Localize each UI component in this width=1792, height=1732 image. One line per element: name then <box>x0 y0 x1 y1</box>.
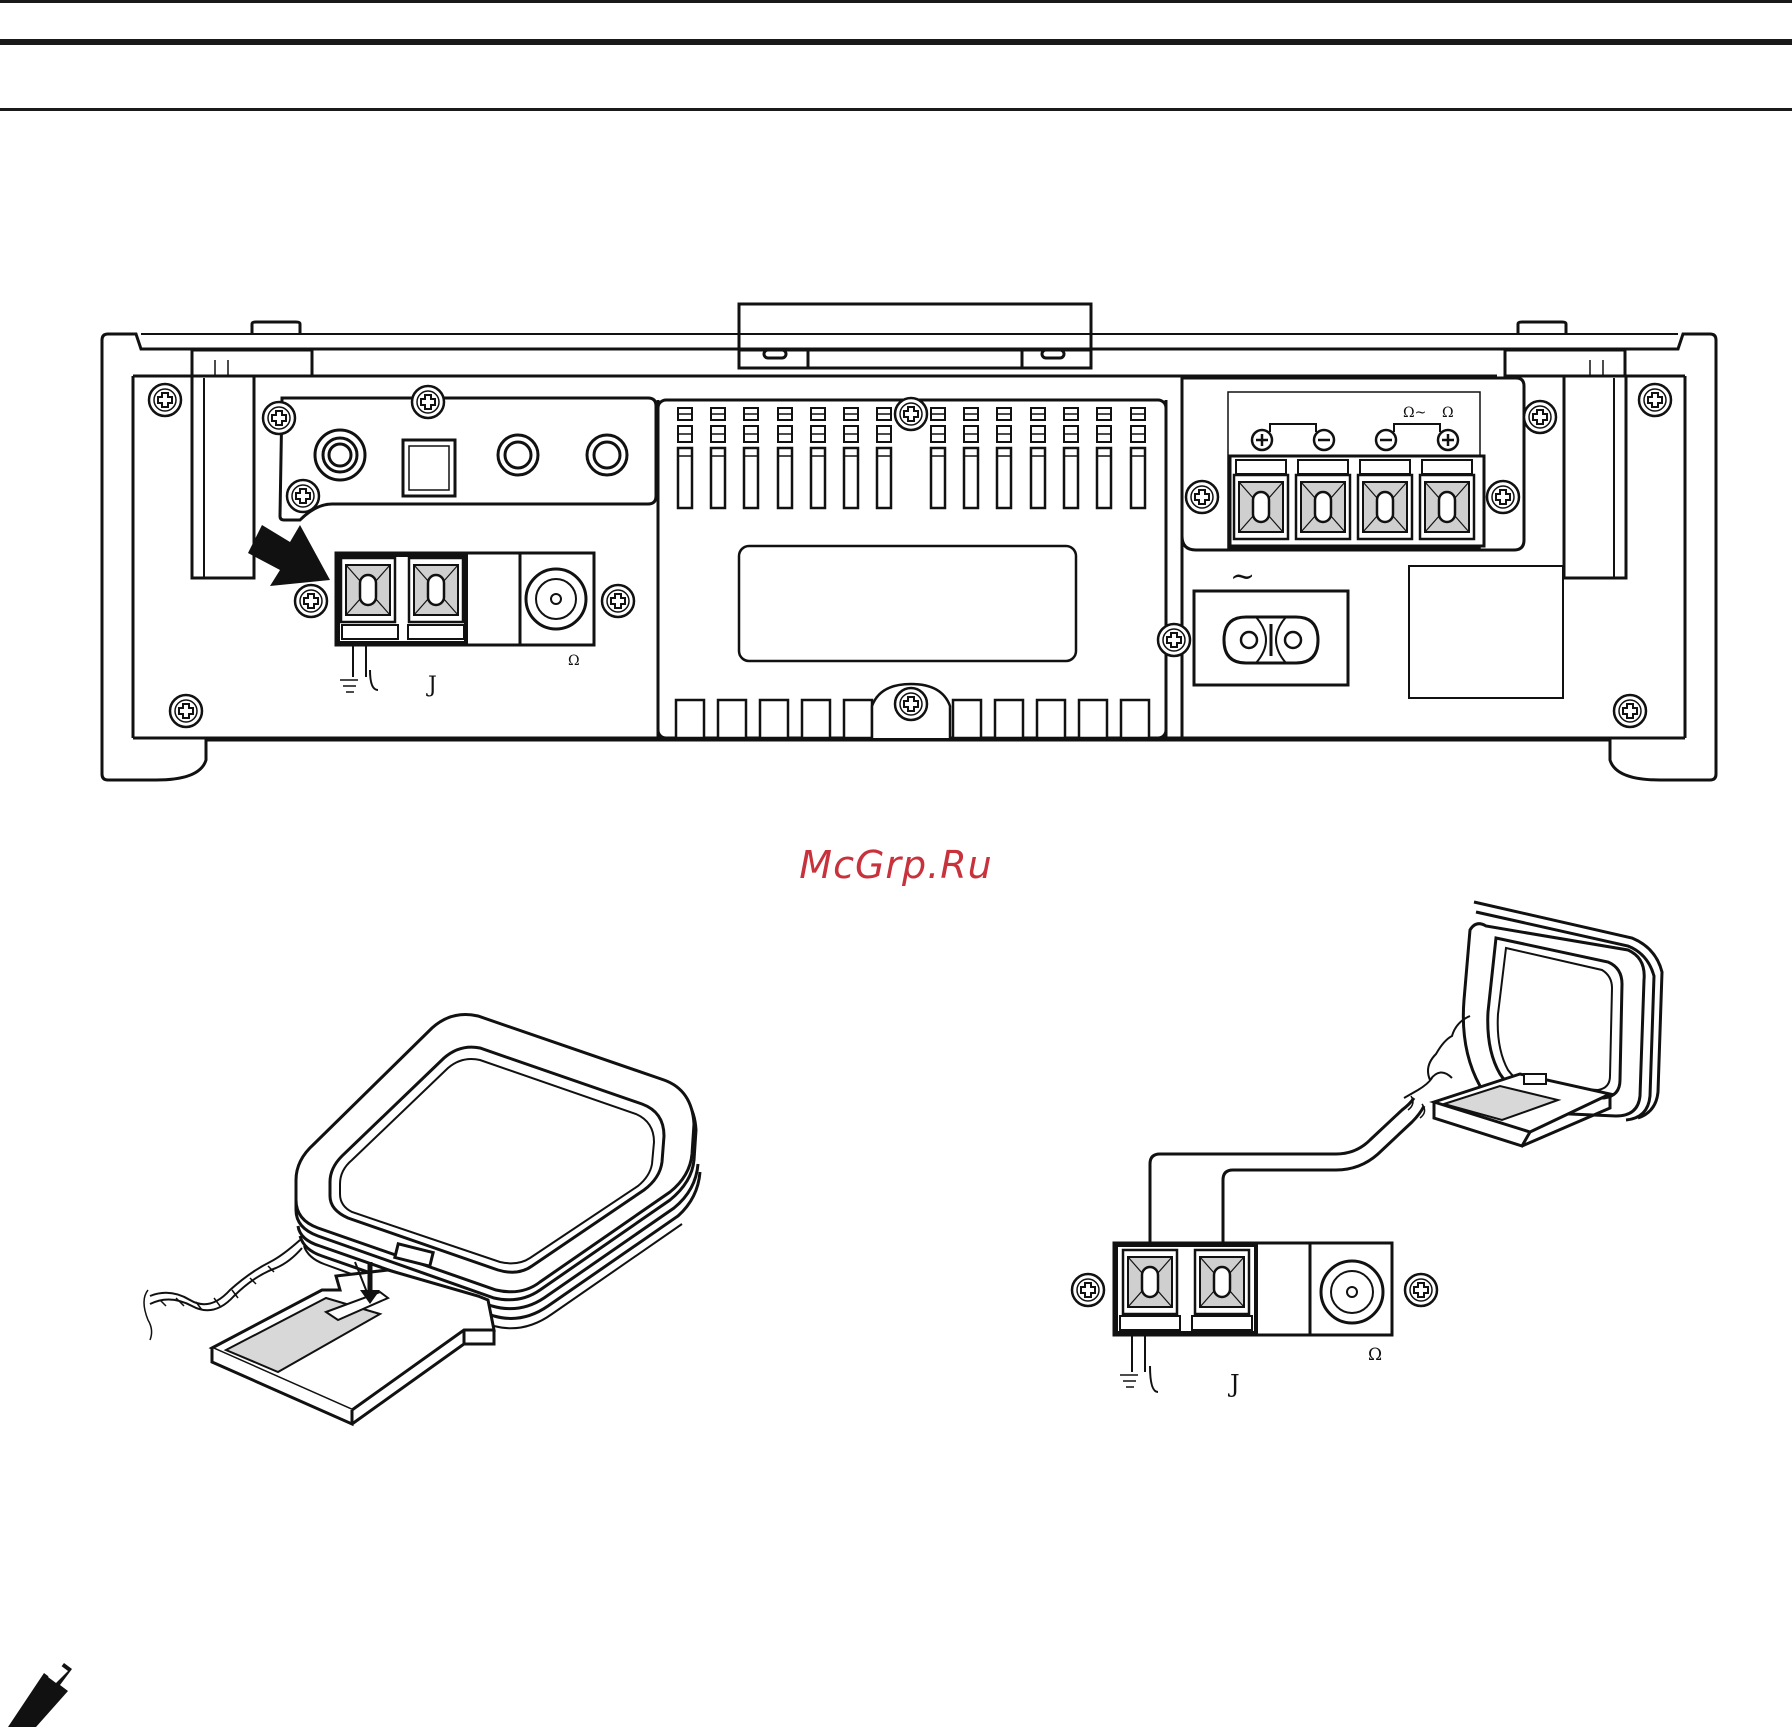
watermark: McGrp.Ru <box>0 843 1792 887</box>
ac-tilde-label: ~ <box>1230 559 1255 594</box>
detail-omega-label: Ω <box>1368 1345 1382 1365</box>
bracket-label: J <box>426 673 437 698</box>
ac-inlet: ~ <box>1194 559 1563 698</box>
speaker-terminal-section: Ω~ Ω <box>1182 378 1524 550</box>
speaker-omega-label: Ω <box>1442 405 1454 421</box>
antenna-terminal-panel: J Ω <box>336 553 594 698</box>
loop-antenna-assembly <box>144 1015 700 1425</box>
jack-plate <box>280 398 656 520</box>
detail-bracket-label: J <box>1227 1370 1240 1398</box>
pencil-note-icon <box>8 1663 72 1727</box>
antenna-connection-detail: J Ω <box>1072 902 1662 1398</box>
pointer-arrow-icon <box>248 525 330 586</box>
panel-omega-label: Ω <box>568 653 580 669</box>
speaker-omega-tilde-label: Ω~ <box>1403 405 1426 421</box>
